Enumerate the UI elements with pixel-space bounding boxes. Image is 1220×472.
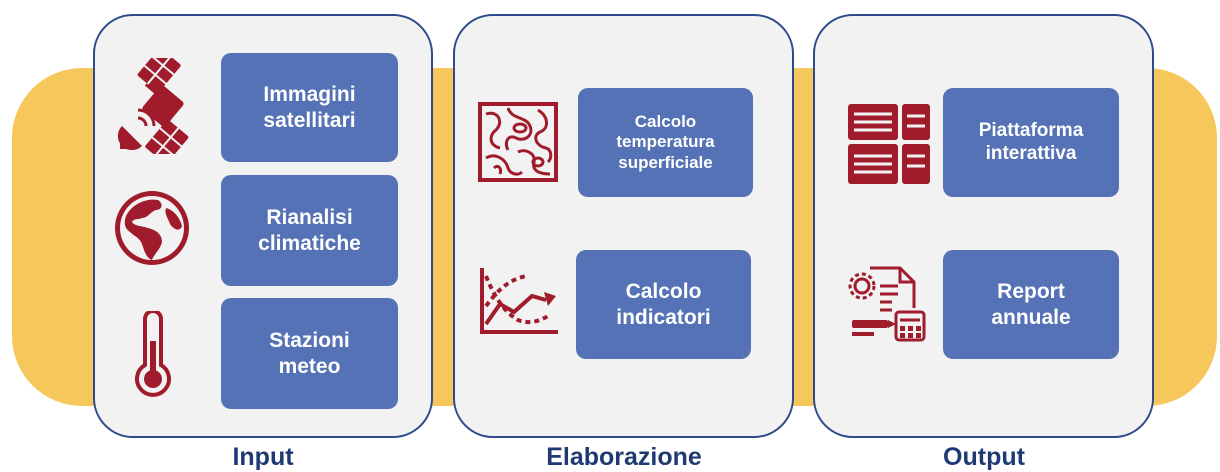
dashboard-icon bbox=[848, 104, 930, 184]
report-calculator-icon bbox=[848, 266, 926, 342]
topographic-map-icon bbox=[478, 102, 558, 182]
indicators-calculation-box: Calcolo indicatori bbox=[576, 250, 751, 359]
climate-reanalysis-box: Rianalisi climatiche bbox=[221, 175, 398, 286]
thermometer-icon bbox=[135, 311, 171, 397]
output-caption: Output bbox=[943, 443, 1025, 471]
processing-panel bbox=[453, 14, 794, 438]
weather-stations-box: Stazioni meteo bbox=[221, 298, 398, 409]
globe-icon bbox=[115, 191, 189, 265]
annual-report-box: Report annuale bbox=[943, 250, 1119, 359]
processing-caption: Elaborazione bbox=[546, 443, 702, 471]
surface-temperature-box: Calcolo temperatura superficiale bbox=[578, 88, 753, 197]
satellite-images-box: Immagini satellitari bbox=[221, 53, 398, 162]
input-caption: Input bbox=[232, 443, 294, 471]
line-chart-icon bbox=[480, 268, 558, 334]
interactive-platform-box: Piattaforma interattiva bbox=[943, 88, 1119, 197]
satellite-icon bbox=[117, 58, 189, 154]
output-panel bbox=[813, 14, 1154, 438]
